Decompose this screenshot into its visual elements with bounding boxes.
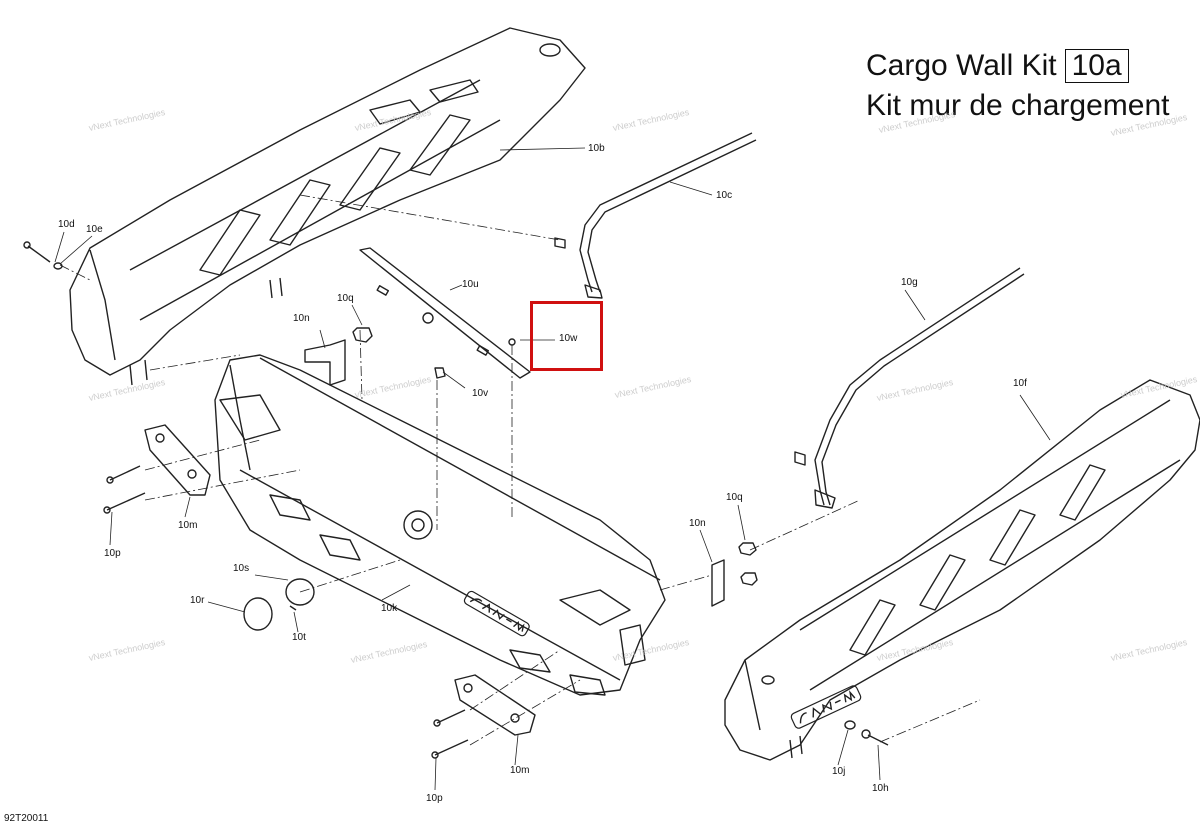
leader-lines: [54, 147, 1051, 791]
cargo-wall-left-panel: [69, 27, 586, 386]
callout-10j[interactable]: 10j: [832, 766, 846, 777]
callout-10v[interactable]: 10v: [472, 388, 489, 399]
callout-10g[interactable]: 10g: [901, 277, 918, 288]
kit-number-box: 10a: [1064, 49, 1129, 83]
highlight-box-10w: [530, 301, 603, 371]
callout-10m-lower[interactable]: 10m: [510, 765, 530, 776]
callout-10u[interactable]: 10u: [462, 279, 479, 290]
callout-10w[interactable]: 10w: [559, 333, 578, 344]
callout-10d[interactable]: 10d: [58, 219, 75, 230]
callout-10n-right[interactable]: 10n: [689, 518, 706, 529]
bracket-plate: [359, 247, 531, 379]
rail-upper: [554, 132, 757, 299]
callout-10q-right[interactable]: 10q: [726, 492, 743, 503]
callout-10f[interactable]: 10f: [1013, 378, 1027, 389]
callout-10n-left[interactable]: 10n: [293, 313, 310, 324]
diagram-reference-id: 92T20011: [4, 813, 49, 824]
callout-10r[interactable]: 10r: [190, 595, 205, 606]
rail-right: [794, 267, 1025, 509]
can-am-logo-center: [463, 590, 530, 637]
callout-10m-upper[interactable]: 10m: [178, 520, 198, 531]
title-text-en: Cargo Wall Kit: [866, 49, 1057, 82]
latch-lower: [454, 674, 536, 736]
callout-10q-top[interactable]: 10q: [337, 293, 354, 304]
can-am-logo-right: [790, 685, 862, 729]
callout-10h[interactable]: 10h: [872, 783, 889, 794]
callout-10t[interactable]: 10t: [292, 632, 306, 643]
callout-10c[interactable]: 10c: [716, 190, 733, 201]
callout-10p-lower[interactable]: 10p: [426, 793, 443, 804]
hardware: [23, 241, 889, 759]
cargo-wall-center: [214, 354, 666, 696]
callout-10s[interactable]: 10s: [233, 563, 250, 574]
assembly-lines: [59, 194, 981, 746]
callout-10k[interactable]: 10k: [381, 603, 398, 614]
callout-10e[interactable]: 10e: [86, 224, 103, 235]
title-line-french: Kit mur de chargement: [866, 89, 1170, 122]
callout-10p-upper[interactable]: 10p: [104, 548, 121, 559]
cargo-wall-right-panel: [724, 379, 1200, 761]
callout-10b[interactable]: 10b: [588, 143, 605, 154]
latch-upper: [144, 424, 211, 496]
